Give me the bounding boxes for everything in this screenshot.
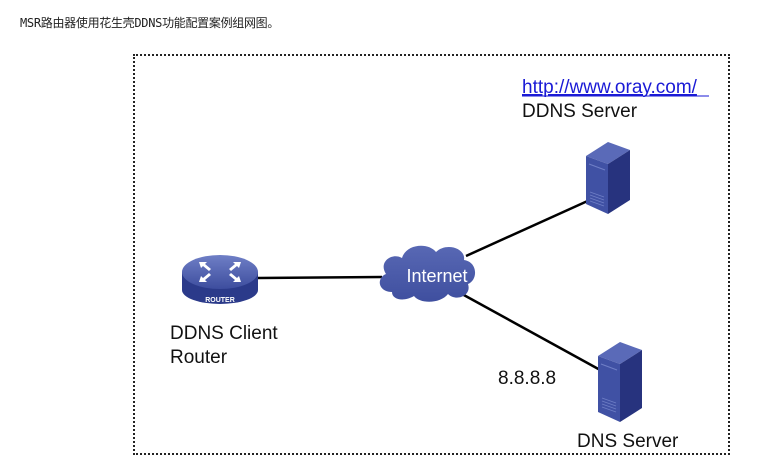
- internet-label: Internet: [406, 266, 467, 286]
- router-label-line2: Router: [170, 347, 228, 368]
- diagram-frame: [133, 54, 730, 455]
- edge-router-internet: [257, 275, 383, 280]
- dns-server-ip: 8.8.8.8: [498, 368, 556, 389]
- edge-internet-dns-server: [461, 292, 603, 373]
- figure-caption: MSR路由器使用花生壳DDNS功能配置案例组网图。: [20, 16, 280, 30]
- dns-server-icon: [598, 342, 642, 422]
- edge-internet-ddns-server: [465, 197, 593, 258]
- ddns-server-label: DDNS Server: [522, 101, 638, 122]
- dns-server-label: DNS Server: [577, 431, 679, 452]
- cloud-icon: Internet: [379, 245, 476, 302]
- router-badge: ROUTER: [205, 297, 235, 304]
- router-icon: ROUTER: [182, 255, 258, 304]
- svg-text:http://www.oray.com/: http://www.oray.com/: [522, 77, 698, 98]
- ddns-server-icon: [586, 142, 630, 214]
- router-label-line1: DDNS Client: [170, 323, 278, 344]
- ddns-server-url-link[interactable]: http://www.oray.com/: [522, 77, 698, 98]
